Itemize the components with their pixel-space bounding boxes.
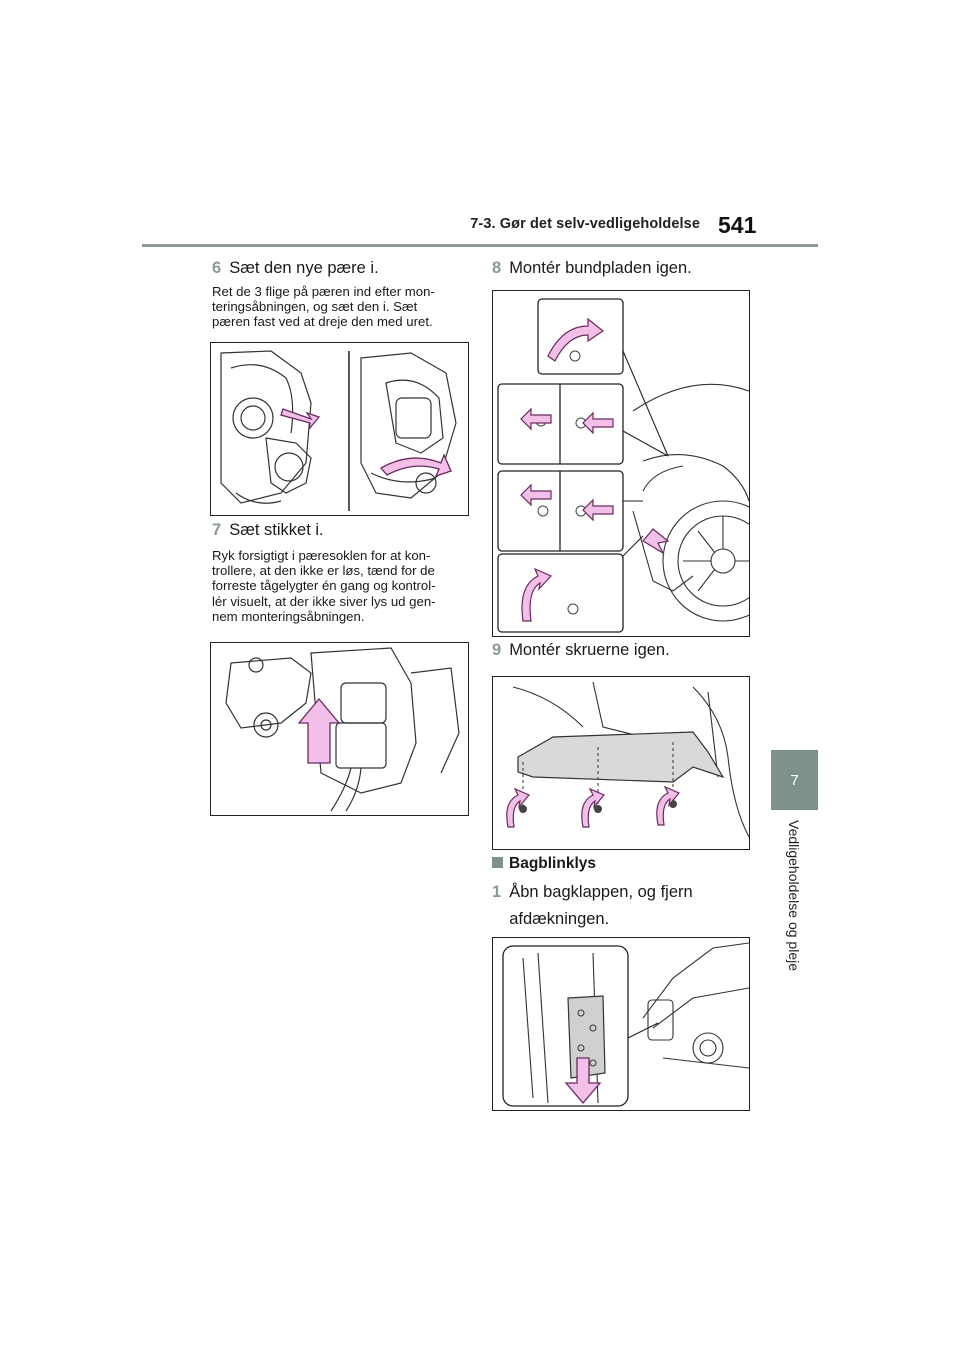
page-number: 541	[718, 212, 757, 238]
desc-line: forreste tågelygter én gang og kontrol-	[212, 578, 436, 594]
figure-connector	[210, 642, 469, 816]
step-number: 7	[212, 521, 222, 539]
chapter-title-text: Vedligeholdelse og pleje	[786, 820, 802, 972]
screws-illustration	[506, 681, 749, 838]
section-title: 7-3. Gør det selv-vedligeholdelse	[470, 216, 700, 232]
chapter-tab: 7	[771, 750, 818, 810]
desc-line: nem monteringsåbningen.	[212, 608, 365, 624]
desc-line: trollere, at den ikke er løs, tænd for d…	[212, 563, 435, 579]
step-title: Åbn bagklappen, og fjern afdækningen.	[509, 879, 692, 933]
section-marker-icon	[492, 857, 503, 868]
step-title: Sæt den nye pære i.	[229, 259, 379, 277]
under-plate-illustration	[497, 298, 749, 633]
tailgate-cover-illustration	[502, 942, 749, 1107]
under-plate	[517, 731, 725, 783]
step-6: 6 Sæt den nye pære i.	[212, 255, 379, 282]
step-8: 8 Montér bundpladen igen.	[492, 255, 692, 282]
figure-bulb-insert	[210, 342, 469, 516]
arrow-up-icon	[297, 697, 341, 764]
desc-line: Ryk forsigtigt i pæresoklen for at kon-	[212, 548, 431, 563]
desc-line: lér visuelt, at der ikke siver lys ud ge…	[212, 593, 436, 609]
step-number: 8	[492, 259, 502, 277]
bulb-insert-illustration	[220, 350, 457, 511]
desc-line: pæren fast ved at dreje den med uret.	[212, 314, 433, 330]
step-title: Montér bundpladen igen.	[509, 259, 692, 277]
figure-screws	[492, 676, 750, 850]
header-divider	[142, 244, 818, 247]
arrow-icon	[520, 317, 670, 622]
step-1: 1 Åbn bagklappen, og fjern afdækningen.	[492, 879, 693, 933]
step-title: Sæt stikket i.	[229, 521, 324, 539]
curved-arrow-icon	[506, 785, 680, 828]
chapter-title: Vedligeholdelse og pleje	[770, 820, 818, 990]
arrow-down-icon	[564, 1057, 602, 1105]
step-6-description: Ret de 3 flige på pæren ind efter mon- t…	[212, 284, 472, 330]
step-number: 6	[212, 259, 222, 277]
step-title-line: afdækningen.	[509, 910, 610, 928]
figure-under-plate	[492, 290, 750, 637]
step-title: Montér skruerne igen.	[509, 641, 670, 659]
desc-line: teringsåbningen, og sæt den i. Sæt	[212, 299, 418, 315]
arrow-icon	[280, 408, 452, 478]
connector-illustration	[225, 647, 460, 812]
desc-line: Ret de 3 flige på pæren ind efter mon-	[212, 284, 435, 299]
step-number: 9	[492, 641, 502, 659]
step-9: 9 Montér skruerne igen.	[492, 637, 670, 664]
step-7-description: Ryk forsigtigt i pæresoklen for at kon- …	[212, 548, 472, 624]
section-heading-text: Bagblinklys	[509, 855, 596, 872]
step-title-line: Åbn bagklappen, og fjern	[509, 883, 693, 901]
step-7: 7 Sæt stikket i.	[212, 517, 324, 544]
section-heading-bagblinklys: Bagblinklys	[492, 855, 596, 873]
figure-tailgate-cover	[492, 937, 750, 1111]
step-number: 1	[492, 883, 502, 901]
